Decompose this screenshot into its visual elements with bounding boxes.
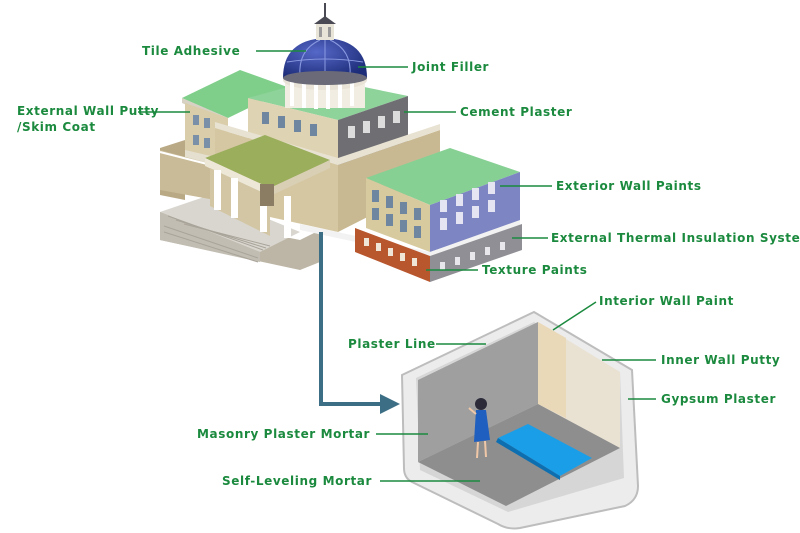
label-interior-wall-paint: Interior Wall Paint	[599, 294, 734, 308]
building	[159, 3, 522, 282]
right-wing	[300, 148, 522, 282]
label-inner-wall-putty: Inner Wall Putty	[661, 353, 781, 367]
portico	[205, 135, 330, 238]
label-masonry-plaster-mortar: Masonry Plaster Mortar	[197, 427, 371, 441]
label-external-thermal-insulation: External Thermal Insulation System	[551, 231, 800, 245]
label-cement-plaster: Cement Plaster	[460, 105, 573, 119]
label-tile-adhesive: Tile Adhesive	[142, 44, 241, 58]
label-joint-filler: Joint Filler	[412, 60, 490, 74]
dome	[283, 3, 367, 109]
leveling-mat	[498, 424, 592, 476]
room-left-wall	[418, 322, 538, 462]
label-self-leveling-mortar: Self-Leveling Mortar	[222, 474, 373, 488]
leader-interior-wall-paint	[552, 301, 597, 331]
label-gypsum-plaster: Gypsum Plaster	[661, 392, 776, 406]
woman-figure	[468, 398, 490, 459]
label-external-wall-putty: External Wall Putty	[17, 104, 160, 118]
label-exterior-wall-paints: Exterior Wall Paints	[556, 179, 702, 193]
leader-lines	[138, 50, 656, 482]
interior-wall-paint-panel	[538, 322, 566, 418]
left-wing	[159, 70, 290, 200]
building-to-room-arrow	[319, 232, 400, 414]
label-texture-paints: Texture Paints	[482, 263, 588, 277]
front-stairs	[160, 195, 300, 263]
label-skim-coat: /Skim Coat	[17, 120, 96, 134]
label-plaster-line: Plaster Line	[348, 337, 436, 351]
